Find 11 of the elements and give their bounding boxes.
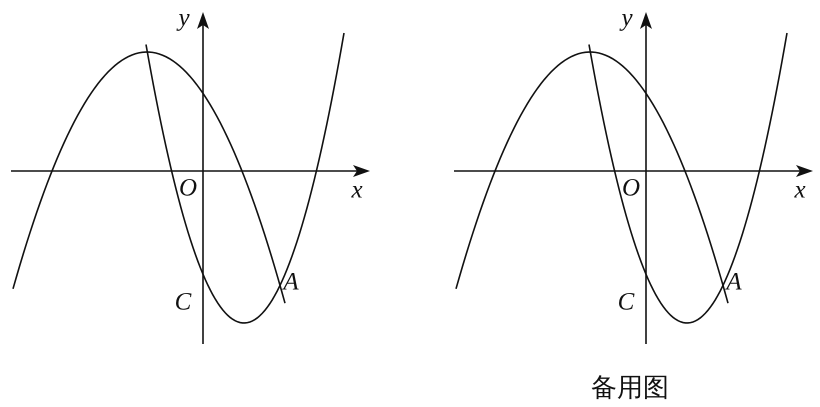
point-label: A — [726, 270, 742, 294]
caption: 备用图 — [591, 373, 669, 403]
axis-label: y — [621, 6, 633, 30]
axis-label: y — [178, 6, 190, 30]
axis-label: x — [351, 178, 363, 202]
point-label: C — [618, 290, 634, 314]
origin-label: O — [178, 176, 198, 200]
point-label: C — [174, 290, 192, 314]
axis-label: x — [794, 178, 806, 202]
point-label: A — [283, 270, 299, 294]
origin-label: O — [622, 176, 640, 200]
